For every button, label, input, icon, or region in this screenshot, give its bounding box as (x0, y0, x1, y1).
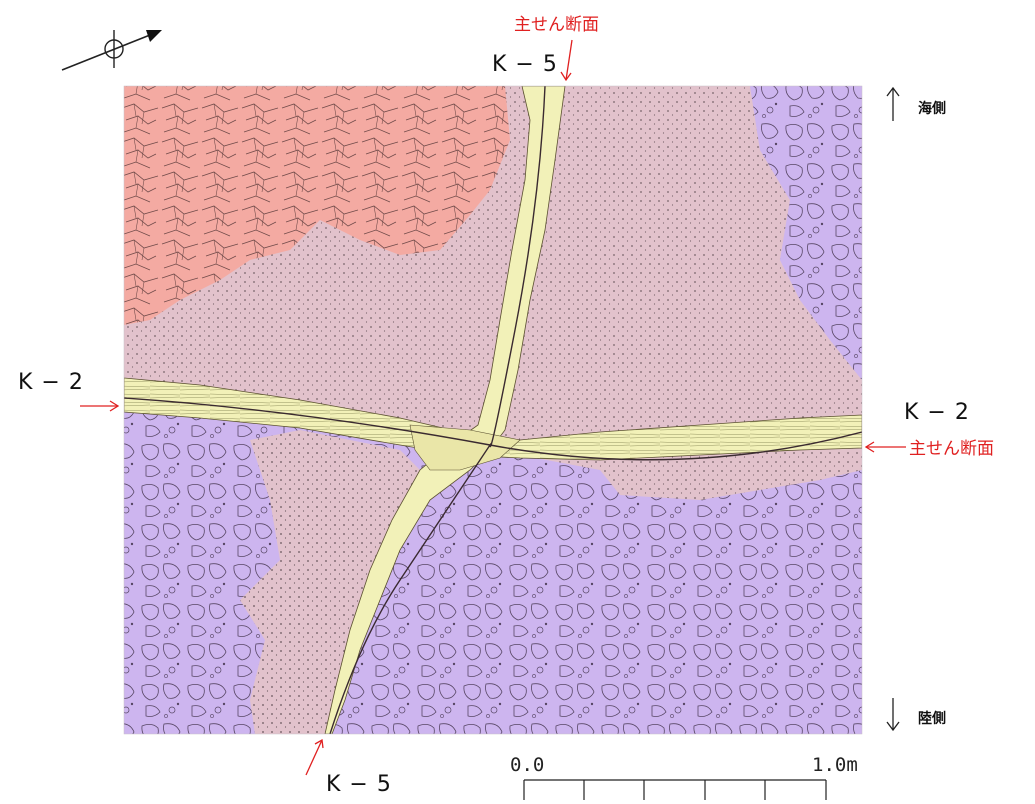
red-arrow-k2-right (864, 441, 906, 453)
red-arrow-k5-top (560, 39, 573, 82)
main-shear-label-top: 主せん断面 (514, 15, 599, 35)
compass-arrow-icon (61, 30, 162, 71)
scale-bar (523, 779, 827, 800)
map-panel (124, 86, 862, 734)
red-arrow-k5-bottom (305, 738, 324, 776)
main-shear-label-right: 主せん断面 (909, 439, 994, 459)
scale-start-label: 0.0 (510, 754, 545, 776)
k5-label-top: K − 5 (492, 52, 558, 77)
sea-side-label: 海側 (918, 101, 946, 117)
k2-label-left: K − 2 (18, 370, 84, 395)
k2-label-right: K − 2 (904, 400, 970, 425)
land-side-label: 陸側 (918, 711, 946, 727)
fault-zone-k5 (324, 86, 566, 734)
arrow-down-icon (886, 698, 900, 732)
k5-label-bottom: K − 5 (326, 772, 392, 797)
arrow-up-icon (886, 86, 900, 121)
red-arrow-k2-left (80, 400, 120, 412)
scale-end-label: 1.0m (812, 754, 858, 776)
